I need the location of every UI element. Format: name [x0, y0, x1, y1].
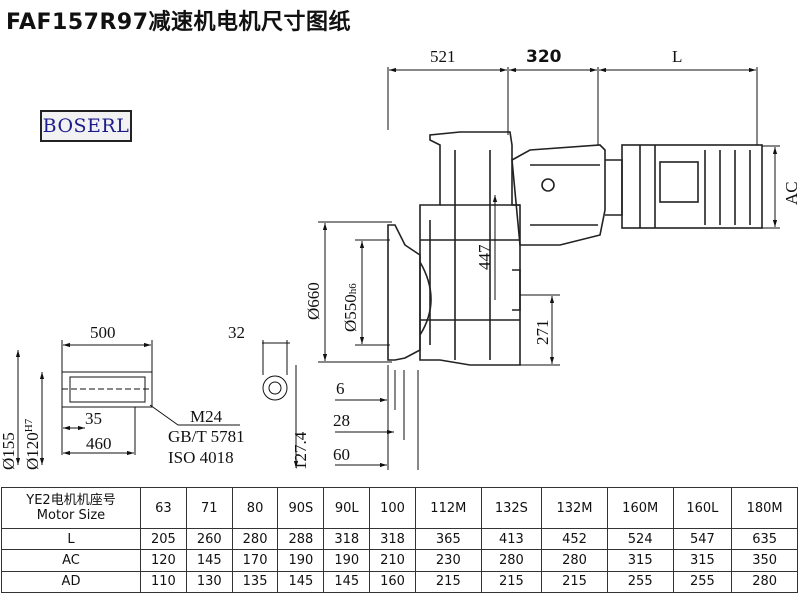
- dim-AC: AC: [782, 181, 800, 205]
- dim-550: Ø550h6: [341, 283, 360, 332]
- table-cell: 288: [277, 528, 325, 551]
- dim-155: Ø155: [0, 432, 18, 470]
- table-cell: 365: [414, 528, 482, 551]
- table-cell: 160: [369, 570, 416, 594]
- dimension-lines: [15, 67, 780, 470]
- dim-271: 271: [533, 320, 552, 346]
- table-cell: 145: [185, 549, 233, 572]
- table-cell: 413: [480, 528, 543, 551]
- motor-size-cell: 90L: [323, 486, 371, 530]
- table-cell: 130: [185, 570, 233, 594]
- table-cell: 318: [323, 528, 371, 551]
- table-cell: 547: [672, 528, 733, 551]
- table-cell: 215: [414, 570, 482, 594]
- table-cell: 280: [231, 528, 279, 551]
- table-cell: 110: [140, 570, 187, 594]
- table-cell: 255: [672, 570, 733, 594]
- brand-logo: BOSERL: [40, 110, 132, 142]
- dim-460: 460: [86, 434, 112, 453]
- table-cell: 120: [140, 549, 187, 572]
- table-cell: 315: [672, 549, 733, 572]
- motor-size-cell: 160L: [672, 486, 733, 530]
- dim-32: 32: [228, 323, 245, 342]
- row-label-cell: L: [1, 528, 141, 551]
- note-iso4018: ISO 4018: [168, 448, 234, 467]
- table-cell: 215: [480, 570, 543, 594]
- dim-500: 500: [90, 323, 116, 342]
- note-gbt5781: GB/T 5781: [168, 427, 245, 446]
- row-label-cell: AC: [1, 549, 141, 572]
- table-cell: 205: [140, 528, 187, 551]
- motor-size-cell: 132S: [480, 486, 543, 530]
- table-cell: 260: [185, 528, 233, 551]
- header-line-cn: YE2电机机座号: [26, 493, 116, 509]
- table-cell: 170: [231, 549, 279, 572]
- table-cell: 190: [323, 549, 371, 572]
- dim-120: Ø120H7: [23, 418, 42, 470]
- motor-size-cell: 180M: [731, 486, 798, 530]
- dimension-labels: 521 320 L AC 447 Ø660 Ø550h6 271 6 28 60…: [0, 47, 800, 470]
- row-label-cell: AD: [1, 570, 141, 594]
- dim-6: 6: [336, 379, 345, 398]
- dim-660: Ø660: [304, 282, 323, 320]
- dim-60: 60: [333, 445, 350, 464]
- note-m24: M24: [190, 407, 223, 426]
- dim-L: L: [672, 47, 682, 66]
- table-cell: 135: [231, 570, 279, 594]
- motor-size-cell: 132M: [541, 486, 608, 530]
- dim-447: 447: [475, 244, 494, 270]
- table-cell: 350: [731, 549, 798, 572]
- motor-size-cell: 112M: [414, 486, 482, 530]
- motor-size-cell: 63: [140, 486, 187, 530]
- table-cell: 230: [414, 549, 482, 572]
- motor-size-cell: 80: [231, 486, 279, 530]
- motor-size-cell: 100: [369, 486, 416, 530]
- table-cell: 452: [541, 528, 608, 551]
- header-line-en: Motor Size: [36, 508, 106, 524]
- motor-size-cell: 160M: [606, 486, 674, 530]
- dim-35: 35: [85, 409, 102, 428]
- table-cell: 190: [277, 549, 325, 572]
- table-cell: 280: [541, 549, 608, 572]
- table-cell: 280: [480, 549, 543, 572]
- motor-size-cell: 71: [185, 486, 233, 530]
- motor-size-cell: 90S: [277, 486, 325, 530]
- table-cell: 524: [606, 528, 674, 551]
- table-cell: 280: [731, 570, 798, 594]
- table-cell: 215: [541, 570, 608, 594]
- page-title: FAF157R97减速机电机尺寸图纸: [6, 10, 352, 35]
- gearbox-body: [387, 131, 763, 366]
- table-cell: 255: [606, 570, 674, 594]
- dim-320: 320: [526, 47, 562, 67]
- dim-28: 28: [333, 411, 350, 430]
- dim-127-4: 127.4: [291, 431, 310, 470]
- dim-521: 521: [430, 47, 456, 66]
- table-cell: 145: [323, 570, 371, 594]
- table-cell: 145: [277, 570, 325, 594]
- table-cell: 315: [606, 549, 674, 572]
- table-cell: 318: [369, 528, 416, 551]
- technical-drawing: 521 320 L AC 447 Ø660 Ø550h6 271 6 28 60…: [0, 47, 800, 470]
- table-cell: 635: [731, 528, 798, 551]
- table-cell: 210: [369, 549, 416, 572]
